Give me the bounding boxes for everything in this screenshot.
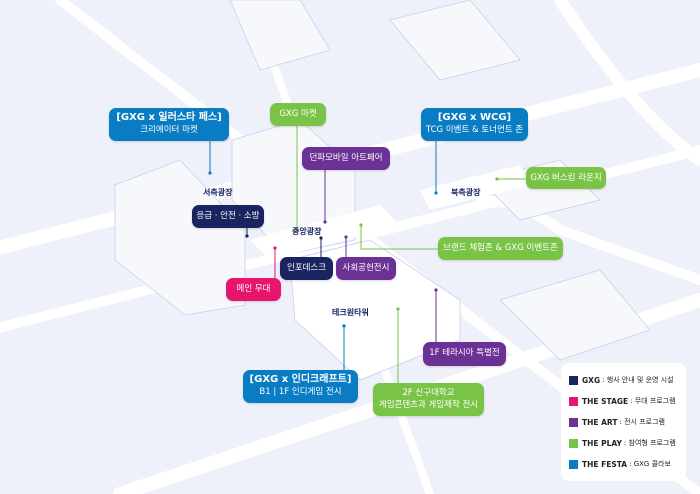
callout-sub: TCG 이벤트 & 토너먼트 존 bbox=[425, 125, 524, 135]
legend-name: THE FESTA bbox=[582, 459, 628, 469]
legend-desc: : 무대 프로그램 bbox=[630, 397, 676, 405]
callout-brand-zone[interactable]: 브랜드 체험존 & GXG 이벤트존 bbox=[438, 237, 563, 260]
legend: GXG: 행사 안내 및 운영 시설 THE STAGE: 무대 프로그램 TH… bbox=[561, 363, 686, 481]
legend-item-play: THE PLAY: 참여형 프로그램 bbox=[569, 438, 676, 448]
callout-busking-lounge[interactable]: GXG 버스킹 라운지 bbox=[526, 167, 606, 189]
callout-title: [GXG x 일러스타 페스] bbox=[116, 112, 222, 123]
plaza-west-label: 서측광장 bbox=[203, 188, 233, 197]
tech-one-tower-label: 테크원타워 bbox=[332, 308, 369, 317]
callout-sub: B1 | 1F 인디게임 전시 bbox=[259, 387, 342, 397]
legend-swatch bbox=[569, 417, 578, 427]
callout-title: [GXG x WCG] bbox=[437, 112, 512, 123]
legend-item-festa: THE FESTA: GXG 콜라보 bbox=[569, 459, 671, 469]
callout-shingu[interactable]: 2F 신구대학교 게임콘텐츠과 게임제작 전시 bbox=[373, 383, 484, 416]
callout-social-exhibit[interactable]: 사회공헌전시 bbox=[336, 257, 396, 280]
callout-wcg[interactable]: [GXG x WCG] TCG 이벤트 & 토너먼트 존 bbox=[421, 108, 528, 141]
plaza-north-label: 북측광장 bbox=[451, 188, 481, 197]
callout-illustar[interactable]: [GXG x 일러스타 페스] 크리에이터 마켓 bbox=[109, 108, 229, 141]
legend-name: THE ART bbox=[582, 417, 618, 427]
legend-name: THE PLAY bbox=[582, 438, 622, 448]
callout-indiecraft[interactable]: [GXG x 인디크래프트] B1 | 1F 인디게임 전시 bbox=[243, 370, 358, 403]
callout-terrasia[interactable]: 1F 테라시아 특별전 bbox=[423, 342, 506, 366]
callout-emergency[interactable]: 응급 · 안전 · 소방 bbox=[192, 205, 264, 228]
legend-swatch bbox=[569, 438, 578, 448]
callout-sub: 크리에이터 마켓 bbox=[140, 125, 198, 135]
legend-swatch bbox=[569, 375, 578, 385]
legend-swatch bbox=[569, 396, 578, 406]
callout-dunfa-artfair[interactable]: 던파모바일 아트페어 bbox=[302, 147, 390, 170]
legend-name: GXG bbox=[582, 375, 601, 385]
legend-desc: : 행사 안내 및 운영 시설 bbox=[602, 376, 674, 384]
callout-main-stage[interactable]: 메인 무대 bbox=[226, 278, 281, 301]
legend-item-stage: THE STAGE: 무대 프로그램 bbox=[569, 396, 676, 406]
legend-item-art: THE ART: 전시 프로그램 bbox=[569, 417, 665, 427]
callout-title: [GXG x 인디크래프트] bbox=[249, 374, 352, 385]
legend-swatch bbox=[569, 459, 578, 469]
legend-desc: : 참여형 프로그램 bbox=[623, 439, 676, 447]
legend-desc: : 전시 프로그램 bbox=[619, 418, 665, 426]
legend-item-gxg: GXG: 행사 안내 및 운영 시설 bbox=[569, 375, 674, 385]
callout-info-desk[interactable]: 인포데스크 bbox=[280, 257, 333, 280]
legend-name: THE STAGE bbox=[582, 396, 629, 406]
callout-line1: 2F 신구대학교 bbox=[402, 388, 455, 398]
callout-gxg-market[interactable]: GXG 마켓 bbox=[270, 103, 326, 126]
legend-desc: : GXG 콜라보 bbox=[629, 460, 671, 468]
callout-line2: 게임콘텐츠과 게임제작 전시 bbox=[378, 400, 479, 410]
plaza-center-label: 중앙광장 bbox=[292, 227, 322, 236]
